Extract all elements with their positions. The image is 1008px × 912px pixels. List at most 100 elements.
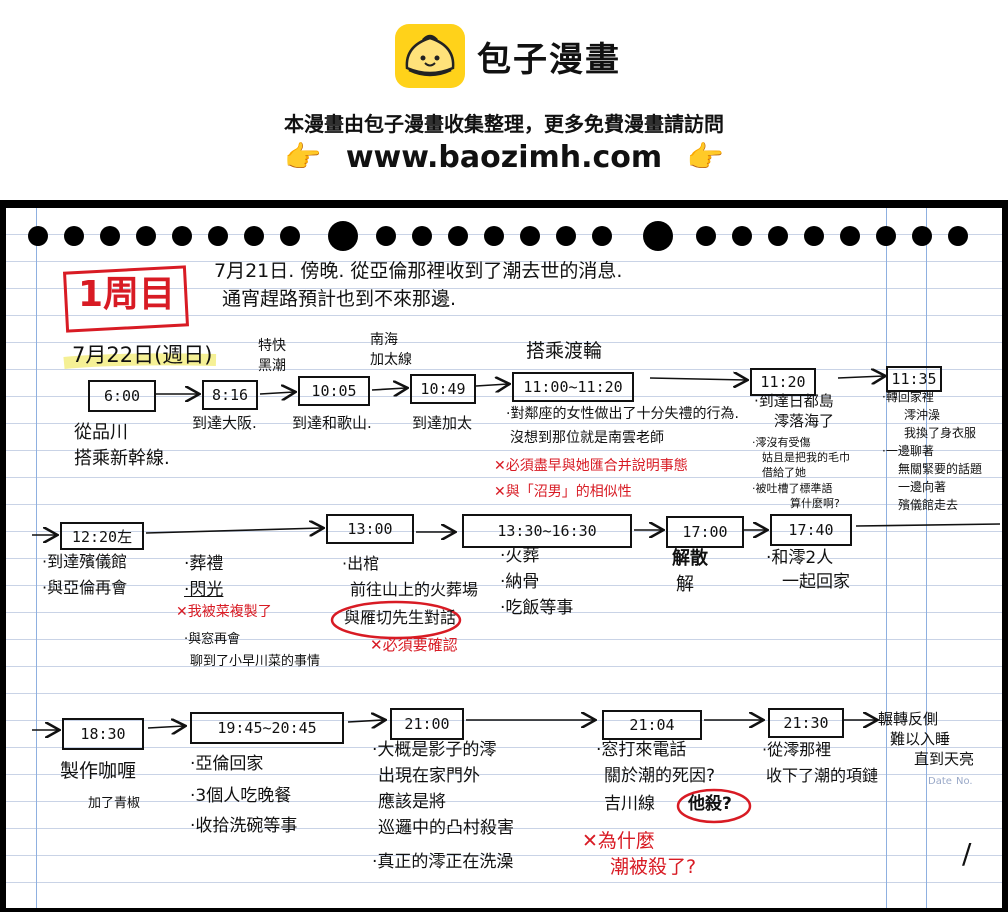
note-text: ·3個人吃晚餐 <box>190 786 292 806</box>
note-text: 一邊向著 <box>898 480 947 494</box>
note-text: 難以入睡 <box>890 730 951 748</box>
margin-no-label: No. <box>956 776 973 787</box>
note-text: 聊到了小早川菜的事情 <box>190 654 321 669</box>
time-box: 19:45~20:45 <box>190 712 344 744</box>
page-mark: / <box>962 837 972 870</box>
binder-hole <box>28 226 48 246</box>
red-note: 潮被殺了? <box>610 856 697 878</box>
note-text: ·納骨 <box>500 572 540 592</box>
note-text: ·真正的澪正在洗澡 <box>372 852 514 872</box>
note-text: 前往山上的火葬場 <box>350 580 479 599</box>
binder-hole <box>64 226 84 246</box>
note-text: 借給了她 <box>762 466 806 479</box>
note-text: ·到達日都島 <box>754 392 834 410</box>
note-text: 特快 <box>258 338 286 354</box>
time-box: 13:00 <box>326 514 414 544</box>
time-box: 10:49 <box>410 374 476 404</box>
time-box: 21:00 <box>390 708 464 740</box>
note-text: 澪落海了 <box>774 412 835 430</box>
binder-hole <box>328 221 358 251</box>
note-text: 澪沖澡 <box>904 408 941 422</box>
binder-hole <box>208 226 228 246</box>
note-text: ·葬禮 <box>184 554 224 574</box>
note-text: 應該是將 <box>378 792 446 812</box>
binder-hole <box>100 226 120 246</box>
site-name: 包子漫畫 <box>477 39 621 80</box>
note-text: ·被吐槽了標準語 <box>752 482 833 495</box>
note-text: 黑潮 <box>258 358 286 374</box>
note-text: 解 <box>676 574 694 595</box>
note-text: 吉川線 <box>604 794 655 814</box>
red-note: ✕與「沼男」的相似性 <box>494 484 632 500</box>
note-text: ·從澪那裡 <box>762 740 832 759</box>
note-text: ·一邊聊著 <box>882 444 934 458</box>
note-text: ·窓打來電話 <box>596 740 687 760</box>
note-text: 加了青椒 <box>88 796 141 811</box>
bun-logo-icon <box>395 24 465 88</box>
site-url-link[interactable]: www.baozimh.com <box>345 140 663 175</box>
site-logo[interactable]: 包子漫畫 <box>395 22 621 90</box>
binder-hole <box>732 226 752 246</box>
note-text: ·火葬 <box>500 546 540 566</box>
note-text: 一起回家 <box>782 572 850 592</box>
note-text: ·亞倫回家 <box>190 754 264 774</box>
time-box: 21:04 <box>602 710 702 740</box>
time-box: 8:16 <box>202 380 258 410</box>
binder-hole <box>840 226 860 246</box>
note-text: 解散 <box>672 548 708 569</box>
notebook-page: 1周目 7月21日. 傍晚. 從亞倫那裡收到了潮去世的消息. 通宵趕路預計也到不… <box>0 200 1008 912</box>
time-box: 21:30 <box>768 708 844 738</box>
binder-hole <box>556 226 576 246</box>
binder-hole <box>244 226 264 246</box>
note-text: 殯儀館走去 <box>898 498 959 512</box>
margin-line <box>36 208 37 908</box>
binder-hole <box>643 221 673 251</box>
note-text: ·到達殯儀館 <box>42 552 128 571</box>
binder-hole <box>804 226 824 246</box>
margin-line <box>926 208 927 908</box>
note-text: 與雁切先生對話 <box>344 608 457 627</box>
time-box: 6:00 <box>88 380 156 412</box>
red-note: ✕為什麼 <box>582 830 655 852</box>
time-box: 18:30 <box>62 718 144 750</box>
note-text: 收下了潮的項鏈 <box>766 766 879 785</box>
pointing-hand-icon: 👉 <box>686 140 724 175</box>
red-note: ✕必須盡早與她匯合并說明事態 <box>494 458 688 474</box>
binder-hole <box>876 226 896 246</box>
note-text: 到達加太 <box>412 414 473 432</box>
note-text: 從品川 <box>74 422 128 443</box>
lined-paper: 1周目 7月21日. 傍晚. 從亞倫那裡收到了潮去世的消息. 通宵趕路預計也到不… <box>6 208 1002 908</box>
binder-hole <box>412 226 432 246</box>
note-text: ·轉回家裡 <box>882 390 934 404</box>
binder-hole <box>376 226 396 246</box>
note-text: 搭乘渡輪 <box>526 340 603 362</box>
note-text: 他殺? <box>688 794 732 814</box>
time-box: 10:05 <box>298 376 370 406</box>
binder-hole <box>136 226 156 246</box>
note-text: ·與亞倫再會 <box>42 578 128 597</box>
margin-line <box>886 208 887 908</box>
note-text: ·澪沒有受傷 <box>752 436 811 449</box>
note-text: 無關緊要的話題 <box>898 462 983 476</box>
binder-hole <box>948 226 968 246</box>
site-banner: 包子漫畫 本漫畫由包子漫畫收集整理，更多免費漫畫請訪問 👉 www.baozim… <box>0 0 1008 200</box>
intro-line-2: 通宵趕路預計也到不來那邊. <box>222 288 457 310</box>
note-text: 搭乘新幹線. <box>74 448 170 469</box>
note-text: 南海 <box>370 332 398 348</box>
time-box: 17:40 <box>770 514 852 546</box>
intro-line-1: 7月21日. 傍晚. 從亞倫那裡收到了潮去世的消息. <box>214 260 623 282</box>
binder-hole <box>484 226 504 246</box>
note-text: ·與窓再會 <box>184 632 241 647</box>
binder-hole <box>912 226 932 246</box>
note-text: 姑且是把我的毛巾 <box>762 451 850 464</box>
note-text: ·吃飯等事 <box>500 598 574 618</box>
time-box: 11:20 <box>750 368 816 396</box>
time-box: 17:00 <box>666 516 744 548</box>
pointing-hand-icon: 👉 <box>284 140 322 175</box>
binder-hole <box>172 226 192 246</box>
binder-hole <box>768 226 788 246</box>
site-url-row: 👉 www.baozimh.com 👉 <box>0 140 1008 175</box>
date-heading: 7月22日(週日) <box>72 343 213 367</box>
red-note: ✕必須要確認 <box>370 636 458 654</box>
binder-hole <box>280 226 300 246</box>
